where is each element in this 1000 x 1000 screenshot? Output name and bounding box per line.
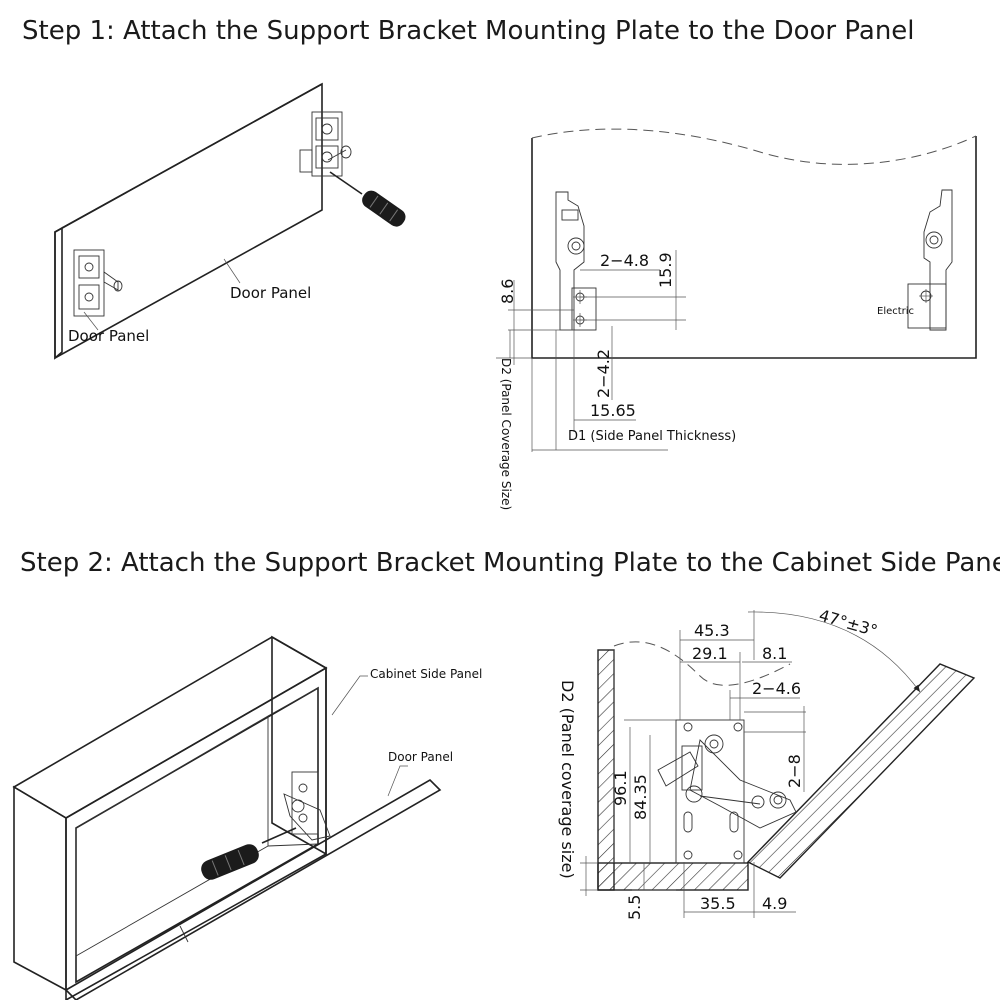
dim-35-5: 35.5 xyxy=(700,894,736,913)
d2-panel-coverage-size-label: D2 (Panel coverage size) xyxy=(558,680,577,879)
step1-iso-door-panel xyxy=(54,82,406,360)
left-mounting-plate xyxy=(73,249,123,317)
step1-tech-drawing xyxy=(496,128,977,452)
electric-label: Electric xyxy=(877,306,914,317)
left-bracket xyxy=(555,191,597,331)
step2-tech-drawing xyxy=(580,610,976,918)
cabinet-side-panel-label: Cabinet Side Panel xyxy=(370,667,482,681)
angle-47: 47°±3° xyxy=(817,606,880,641)
dim-96-1: 96.1 xyxy=(611,770,630,806)
dim-holes-2-4-2: 2−4.2 xyxy=(594,349,613,398)
step2-iso-cabinet xyxy=(12,635,442,1000)
right-bracket xyxy=(907,189,953,331)
dim-84-35: 84.35 xyxy=(631,774,650,820)
step1-title: Step 1: Attach the Support Bracket Mount… xyxy=(22,16,915,46)
dim-15-9: 15.9 xyxy=(656,252,675,288)
dim-holes-2-4-8: 2−4.8 xyxy=(600,251,649,270)
d2-panel-coverage-label: D2 (Panel Coverage Size) xyxy=(499,358,513,510)
door-panel-label-c: Door Panel xyxy=(388,750,453,764)
dim-8-1: 8.1 xyxy=(762,644,787,663)
step2-title: Step 2: Attach the Support Bracket Mount… xyxy=(20,548,1000,578)
dim-5-5: 5.5 xyxy=(625,895,644,920)
dim-15-65: 15.65 xyxy=(590,401,636,420)
cabinet-hinge-bracket xyxy=(283,771,331,841)
dim-4-9: 4.9 xyxy=(762,894,787,913)
door-panel-label-a: Door Panel xyxy=(230,284,311,302)
door-panel-label-b: Door Panel xyxy=(68,327,149,345)
dim-45-3: 45.3 xyxy=(694,621,730,640)
screwdriver xyxy=(329,171,406,227)
dim-holes-2-8: 2−8 xyxy=(785,754,804,788)
right-mounting-plate xyxy=(299,111,352,177)
dim-29-1: 29.1 xyxy=(692,644,728,663)
screwdriver-2 xyxy=(201,827,297,880)
dim-holes-2-4-6: 2−4.6 xyxy=(752,679,801,698)
d1-side-panel-thickness-label: D1 (Side Panel Thickness) xyxy=(568,429,736,444)
dim-8-6: 8.6 xyxy=(498,279,517,304)
